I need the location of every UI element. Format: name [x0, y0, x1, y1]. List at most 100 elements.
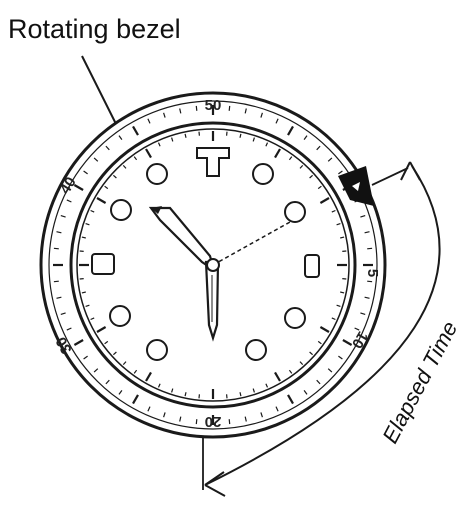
- bezel-number-20: 20: [205, 413, 222, 430]
- bezel-tick: [53, 280, 59, 283]
- marker-7: [146, 339, 168, 361]
- marker-1: [252, 163, 274, 185]
- bezel-tick: [163, 112, 166, 118]
- bezel-tick: [132, 125, 139, 136]
- watch: 50 40 30 20 10 5: [39, 91, 387, 439]
- bezel-tick: [53, 247, 59, 250]
- bezel-tick: [338, 170, 343, 175]
- elapsed-time-arc: [204, 165, 441, 486]
- dial-tick: [81, 291, 86, 294]
- bezel-tick: [179, 108, 182, 114]
- bezel-number-50: 50: [205, 97, 222, 114]
- bezel-tick: [327, 157, 333, 162]
- dial-rim: [76, 128, 350, 402]
- bezel-tick: [73, 339, 84, 346]
- bezel-ticks: [53, 105, 373, 425]
- bezel-tick: [228, 419, 231, 425]
- dial-tick: [157, 142, 161, 147]
- marker-9: [91, 253, 115, 275]
- dial-tick: [112, 174, 117, 179]
- dial-tick: [133, 369, 138, 374]
- bezel-tick: [260, 412, 263, 418]
- bezel-tick: [93, 157, 99, 162]
- dial-tick: [288, 369, 293, 374]
- dial-tick: [288, 156, 293, 161]
- dial-tick: [336, 223, 341, 226]
- dial-tick: [309, 351, 314, 356]
- dial-tick: [96, 326, 107, 333]
- marker-leader-line: [371, 167, 409, 186]
- dial-tick: [112, 351, 117, 356]
- bezel-number-10: 10: [348, 328, 371, 351]
- marker-10: [110, 199, 132, 221]
- dial-tick: [184, 392, 187, 397]
- hand-pivot: [206, 258, 220, 272]
- dial-tick: [145, 371, 152, 382]
- marker-8: [109, 305, 131, 327]
- bezel-tick: [244, 416, 247, 422]
- arc-arrowhead-top: [400, 161, 421, 181]
- dial-tick: [299, 361, 304, 366]
- bezel-number-40: 40: [57, 174, 80, 197]
- dial-tick: [90, 317, 95, 321]
- dial-tick: [104, 185, 109, 190]
- dial-tick: [85, 223, 90, 226]
- dial-tick: [336, 304, 341, 307]
- dial-tick: [90, 209, 95, 213]
- bezel-tick: [60, 312, 66, 315]
- dial-tick: [122, 361, 127, 366]
- dial-tick: [309, 174, 314, 179]
- bezel-tick: [367, 247, 373, 250]
- bezel-tick: [105, 379, 110, 385]
- dial-tick: [133, 156, 138, 161]
- dial-tick: [317, 185, 322, 190]
- bezel-edge-line: [48, 100, 378, 430]
- marker-12: [196, 147, 230, 177]
- bezel-tick: [327, 368, 333, 373]
- dial-tick: [85, 304, 90, 307]
- bezel-tick: [66, 327, 72, 331]
- dial-tick: [252, 388, 255, 393]
- bezel-tick: [303, 135, 308, 140]
- dial-tick: [252, 137, 255, 142]
- dial-tick: [96, 197, 107, 204]
- bezel-tick: [354, 327, 360, 331]
- dial-tick: [319, 197, 330, 204]
- marker-4: [284, 307, 306, 329]
- bezel-tick: [360, 312, 366, 315]
- dial-tick: [319, 326, 330, 333]
- dial-tick: [171, 137, 174, 142]
- bezel-tick: [316, 145, 321, 151]
- bezel-tick: [338, 355, 343, 360]
- watch-hands: [148, 206, 291, 342]
- bezel-tick: [195, 105, 198, 111]
- dial-tick: [104, 340, 109, 345]
- bezel-tick: [147, 118, 151, 124]
- dial-tick: [239, 392, 242, 397]
- bezel-tick: [364, 296, 370, 299]
- bezel-tick: [228, 105, 231, 111]
- marker-5: [245, 339, 267, 361]
- bezel-number-5: 5: [364, 269, 381, 277]
- marker-11: [146, 163, 168, 185]
- bezel-tick: [105, 145, 110, 151]
- bezel-tick: [83, 170, 88, 175]
- dial-tick: [331, 317, 336, 321]
- dial-tick: [317, 340, 322, 345]
- bezel-tick: [118, 390, 123, 395]
- dial-tick: [81, 236, 86, 239]
- bezel-tick: [56, 231, 62, 234]
- dial-tick: [184, 133, 187, 138]
- dial-tick: [265, 142, 269, 147]
- bezel-tick: [316, 379, 321, 385]
- bezel-tick: [132, 394, 139, 405]
- dial-tick: [265, 383, 269, 388]
- bezel-tick: [367, 280, 373, 283]
- dial-tick: [122, 164, 127, 169]
- dial-tick: [145, 148, 152, 159]
- hour-markers: [91, 147, 320, 361]
- rotating-bezel-label: Rotating bezel: [8, 14, 181, 44]
- bezel-tick: [303, 390, 308, 395]
- bezel-tick: [195, 419, 198, 425]
